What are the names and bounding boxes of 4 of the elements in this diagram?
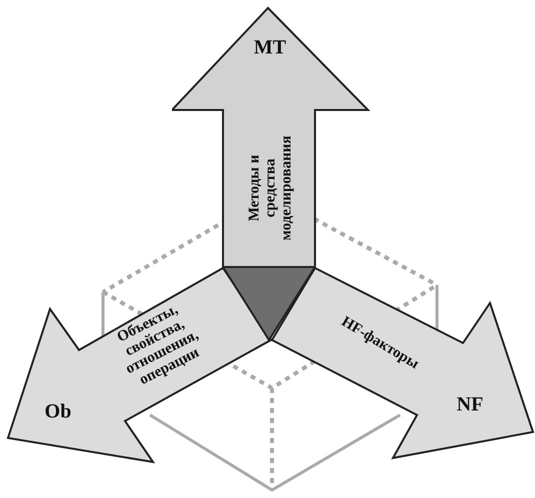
axis-label: Ob xyxy=(44,400,72,424)
axis-label: MT xyxy=(254,36,286,60)
axis-description: Методы и средства моделирования xyxy=(246,136,294,240)
axis-label: NF xyxy=(456,394,484,416)
